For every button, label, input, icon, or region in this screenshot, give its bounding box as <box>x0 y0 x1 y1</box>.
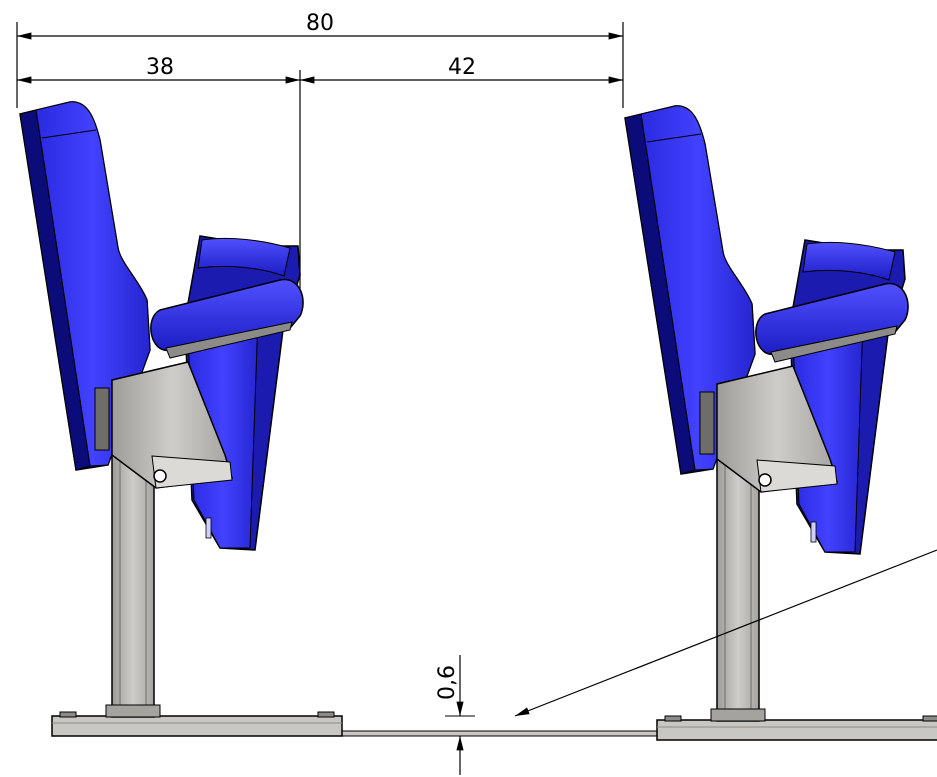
floor-step-strip <box>341 730 661 737</box>
dimension-label-overall: 80 <box>306 11 334 36</box>
dimension-label-gap: 42 <box>448 55 476 80</box>
right-seat <box>624 105 937 741</box>
dimension-label-seat-depth: 38 <box>146 55 174 80</box>
left-seat <box>19 101 343 737</box>
dimension-label-step-height: 0,6 <box>435 665 460 700</box>
leader-line <box>514 549 937 717</box>
